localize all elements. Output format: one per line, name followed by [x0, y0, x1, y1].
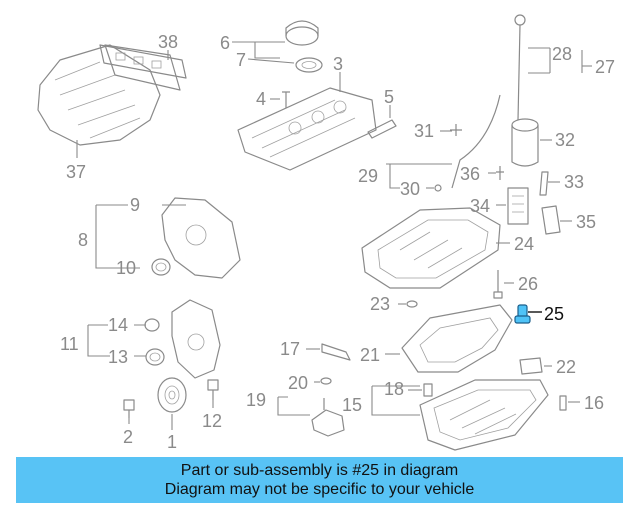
crank-pulley-drawing — [157, 377, 187, 413]
oil-cooler-drawing — [507, 187, 529, 225]
plug-18-drawing — [423, 383, 433, 397]
callout-10: 10 — [116, 258, 136, 278]
lower-oil-pan-drawing — [419, 379, 549, 451]
timing-cover-upper-drawing — [161, 197, 241, 279]
pulley-bolt-drawing — [123, 399, 135, 418]
filler-cap-seal-drawing — [295, 57, 323, 73]
callout-12: 12 — [202, 411, 222, 431]
callout-18: 18 — [384, 379, 404, 399]
callout-20: 20 — [288, 373, 308, 393]
callout-27: 27 — [595, 57, 615, 77]
banner-line-2: Diagram may not be specific to your vehi… — [164, 481, 475, 498]
callout-33: 33 — [564, 172, 584, 192]
callout-23: 23 — [370, 294, 390, 314]
callout-15: 15 — [342, 395, 362, 415]
o-ring-drawing — [434, 184, 442, 192]
engine-mount-drawing — [311, 398, 345, 437]
small-bolt-drawing — [496, 166, 504, 180]
seal-strip-drawing — [367, 119, 397, 139]
callout-22: 22 — [556, 357, 576, 377]
timing-cover-lower-drawing — [171, 299, 221, 379]
cover-bolt-drawing — [282, 91, 290, 108]
seal-14-drawing — [144, 318, 160, 332]
callout-29: 29 — [358, 166, 378, 186]
seal-23-drawing — [406, 300, 418, 308]
intake-manifold-drawing — [37, 44, 181, 146]
part-25-highlight — [514, 304, 531, 324]
callout-6: 6 — [220, 33, 230, 53]
guide-tube-drawing — [451, 94, 501, 189]
callout-32: 32 — [555, 130, 575, 150]
callout-14: 14 — [108, 315, 128, 335]
info-banner: Part or sub-assembly is #25 in diagram D… — [16, 457, 623, 503]
bolt-12-drawing — [207, 379, 219, 400]
callout-3: 3 — [333, 54, 343, 74]
valve-cover-drawing — [237, 87, 377, 171]
sensor-22-drawing — [519, 357, 543, 375]
upper-oil-pan-drawing — [361, 207, 501, 289]
gasket-35-drawing — [541, 205, 561, 235]
seal-13-drawing — [145, 348, 165, 366]
callout-8: 8 — [78, 230, 88, 250]
callout-7: 7 — [236, 50, 246, 70]
long-bolt-drawing — [493, 270, 503, 299]
seal-10-drawing — [151, 258, 171, 276]
parts-diagram: 38 37 6 7 3 4 5 28 27 31 29 30 — [37, 14, 615, 452]
oil-baffle-drawing — [401, 304, 513, 373]
callout-11: 11 — [60, 334, 79, 354]
callout-16: 16 — [584, 393, 604, 413]
oil-filter-drawing — [511, 118, 539, 167]
callout-21: 21 — [360, 345, 380, 365]
callout-36: 36 — [460, 164, 480, 184]
callout-35: 35 — [576, 212, 596, 232]
callout-17: 17 — [280, 339, 300, 359]
callout-19: 19 — [246, 390, 266, 410]
seal-20-drawing — [320, 377, 332, 385]
callout-4: 4 — [256, 89, 266, 109]
callout-26: 26 — [518, 274, 538, 294]
banner-line-1: Part or sub-assembly is #25 in diagram — [180, 462, 459, 479]
callout-31: 31 — [414, 121, 434, 141]
dipstick-drawing — [451, 14, 526, 189]
callout-38: 38 — [158, 32, 178, 52]
callout-5: 5 — [384, 87, 394, 107]
callout-28: 28 — [552, 44, 572, 64]
drain-plug-drawing — [559, 395, 567, 411]
callout-25: 25 — [544, 304, 564, 324]
callout-9: 9 — [130, 195, 140, 215]
sensor-drawing — [539, 171, 549, 196]
callout-37: 37 — [66, 162, 86, 182]
callout-24: 24 — [514, 234, 534, 254]
callout-13: 13 — [108, 347, 128, 367]
oil-filler-cap-drawing — [285, 26, 319, 46]
callout-2: 2 — [123, 427, 133, 447]
callout-30: 30 — [400, 179, 420, 199]
callout-1: 1 — [167, 432, 177, 452]
manifold-gasket-drawing — [99, 44, 187, 79]
pickup-tube-drawing — [321, 343, 351, 361]
tube-bolt-drawing — [450, 124, 462, 136]
